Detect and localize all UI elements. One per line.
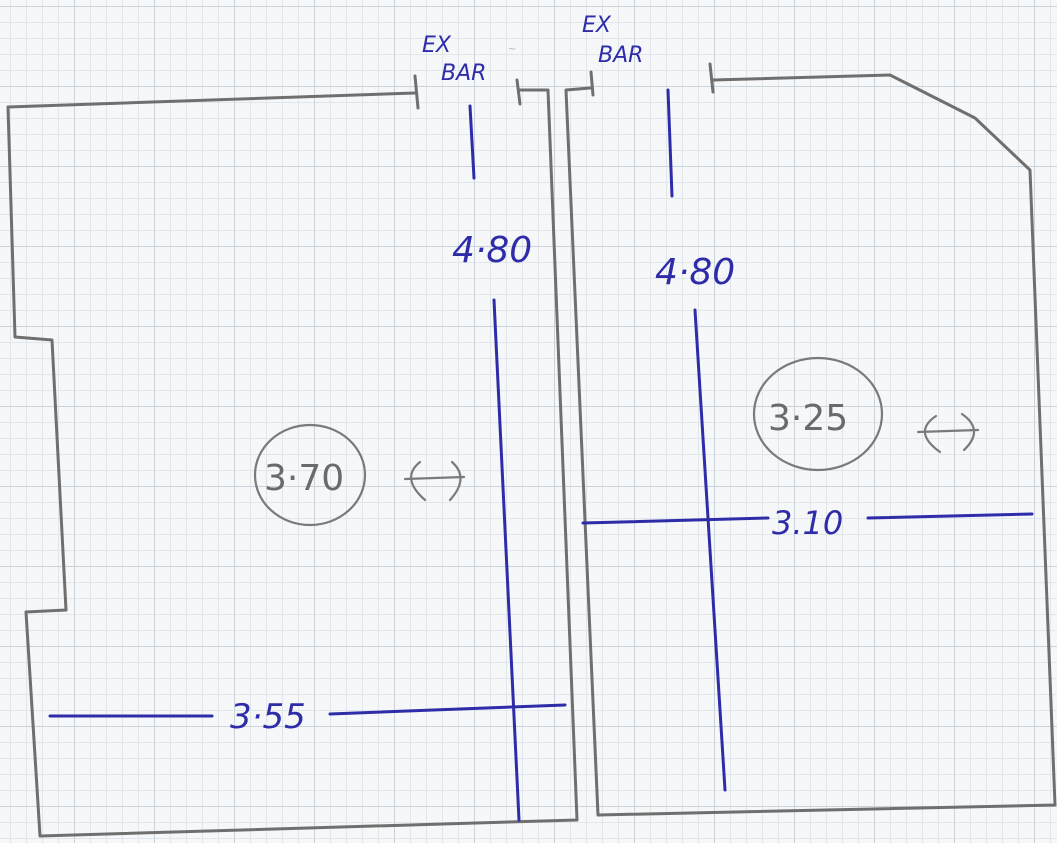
- left-length-line-upper: [468, 104, 476, 180]
- left-length-line-lower: [492, 298, 521, 822]
- right-door-jamb-2: [708, 62, 715, 94]
- right-door-label-line1: EX: [582, 13, 612, 38]
- left-door-jamb-2: [515, 78, 522, 106]
- right-room-width-label: 3.10: [772, 504, 843, 542]
- faint-scribble: ~: [508, 44, 516, 55]
- right-room-circled-value: 3·25: [768, 398, 848, 439]
- right-length-line-lower: [693, 308, 727, 792]
- left-width-line-right: [328, 703, 567, 716]
- right-door-jamb-1: [589, 70, 595, 97]
- left-door-jamb-1: [413, 74, 420, 110]
- left-door-label-line2: BAR: [441, 61, 486, 86]
- right-room-wall: [564, 73, 1057, 817]
- left-room-wall: [6, 88, 579, 838]
- right-length-line-upper: [666, 88, 674, 198]
- left-room-length-label: 4·80: [452, 230, 532, 271]
- right-room-double-arrow-icon: [916, 412, 980, 454]
- right-width-line-left: [581, 516, 770, 525]
- left-room-width-label: 3·55: [230, 697, 306, 737]
- right-room-length-label: 4·80: [655, 252, 735, 293]
- left-room-circle: [253, 423, 367, 527]
- right-width-line-right: [866, 512, 1034, 520]
- left-room-double-arrow-icon: [403, 460, 466, 502]
- left-door-label-line1: EX: [422, 33, 452, 58]
- right-door-label-line2: BAR: [598, 43, 643, 68]
- right-room-circle: [752, 356, 884, 472]
- left-room-circled-value: 3·70: [264, 458, 344, 499]
